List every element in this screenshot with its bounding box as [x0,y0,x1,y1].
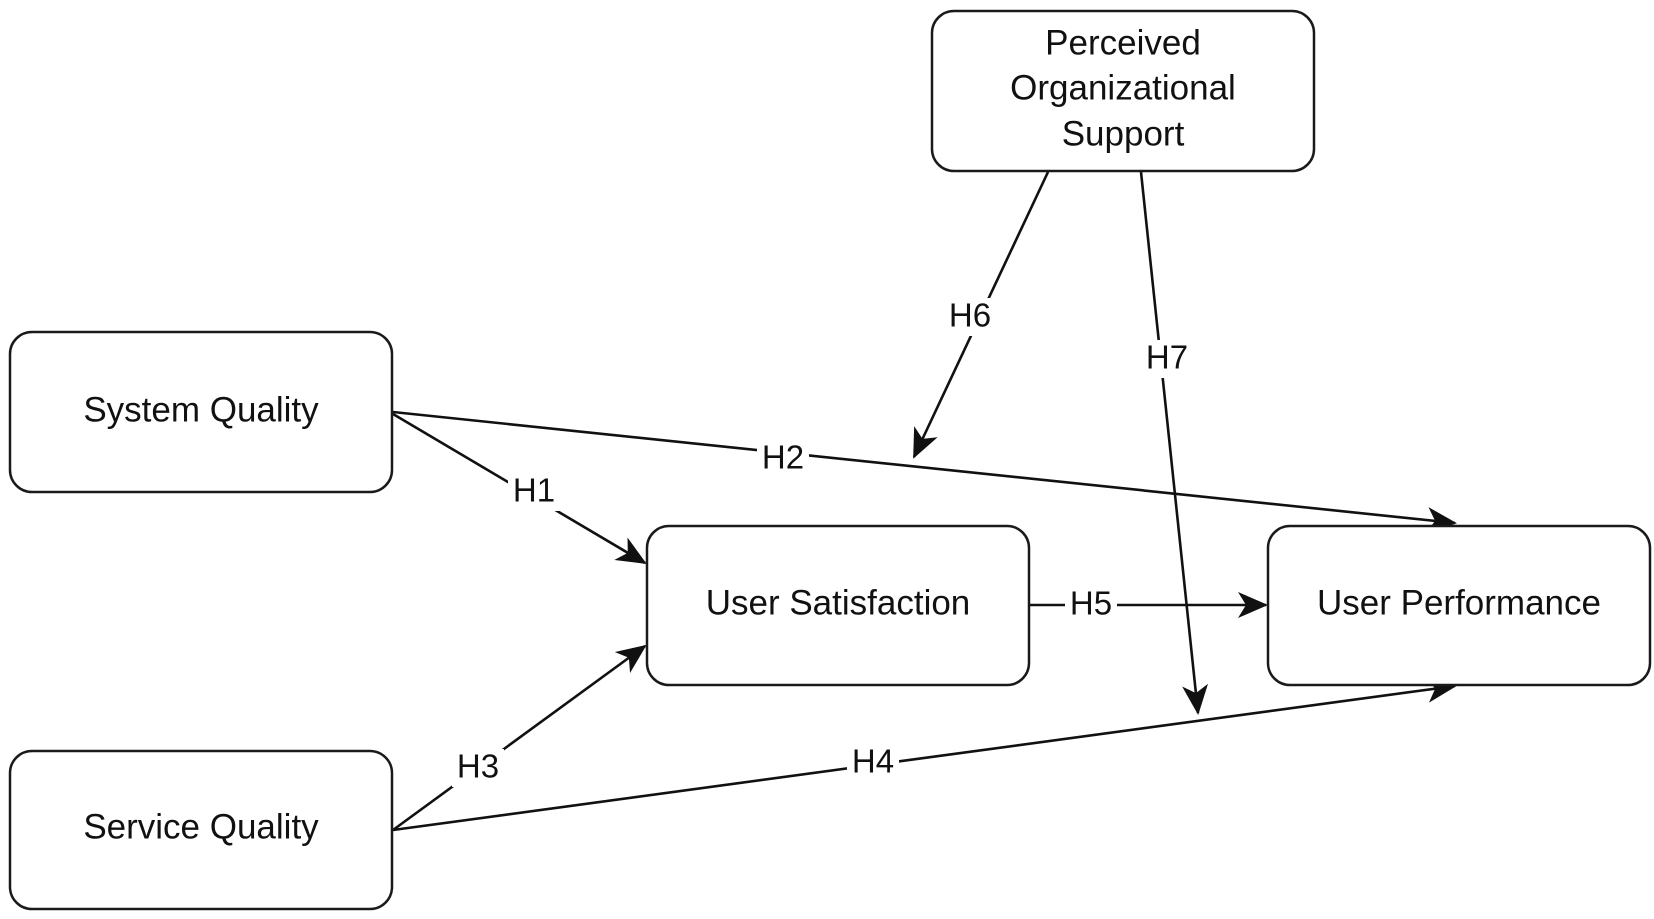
edge-label-h5: H5 [1065,585,1117,625]
node-pos-line-3: Support [1062,114,1185,153]
edge-label-h2: H2 [757,439,809,478]
node-system-quality-label: System Quality [83,390,319,429]
edge-h2-system-to-performance [392,410,1457,534]
edge-label-h1-text: H1 [513,472,555,509]
edge-label-h4: H4 [847,743,899,782]
edge-label-h3: H3 [452,748,504,787]
node-system-quality: System Quality [8,330,394,494]
node-user-satisfaction: User Satisfaction [645,524,1031,687]
edge-label-h3-text: H3 [457,748,499,785]
edge-h3-service-to-satisfaction [392,644,647,832]
node-user-performance: User Performance [1266,524,1652,687]
node-service-quality-label: Service Quality [83,807,319,846]
node-perceived-organizational-support: Perceived Organizational Support [930,9,1316,173]
edge-label-h6-text: H6 [949,297,991,334]
node-pos-line-2: Organizational [1010,68,1236,107]
edge-label-h4-text: H4 [852,743,894,780]
edge-h4-service-to-performance [392,676,1457,832]
node-service-quality: Service Quality [8,749,394,911]
edge-label-h6: H6 [944,297,996,336]
edge-h7-support-to-h4 [1139,171,1208,715]
edge-label-h7: H7 [1141,339,1193,378]
edge-label-h1: H1 [508,472,560,511]
edge-label-h5-text: H5 [1070,585,1112,622]
node-user-satisfaction-label: User Satisfaction [706,583,971,622]
node-user-performance-label: User Performance [1317,583,1601,622]
edge-label-h2-text: H2 [762,439,804,476]
node-pos-line-1: Perceived [1045,23,1201,62]
edge-label-h7-text: H7 [1146,339,1188,376]
